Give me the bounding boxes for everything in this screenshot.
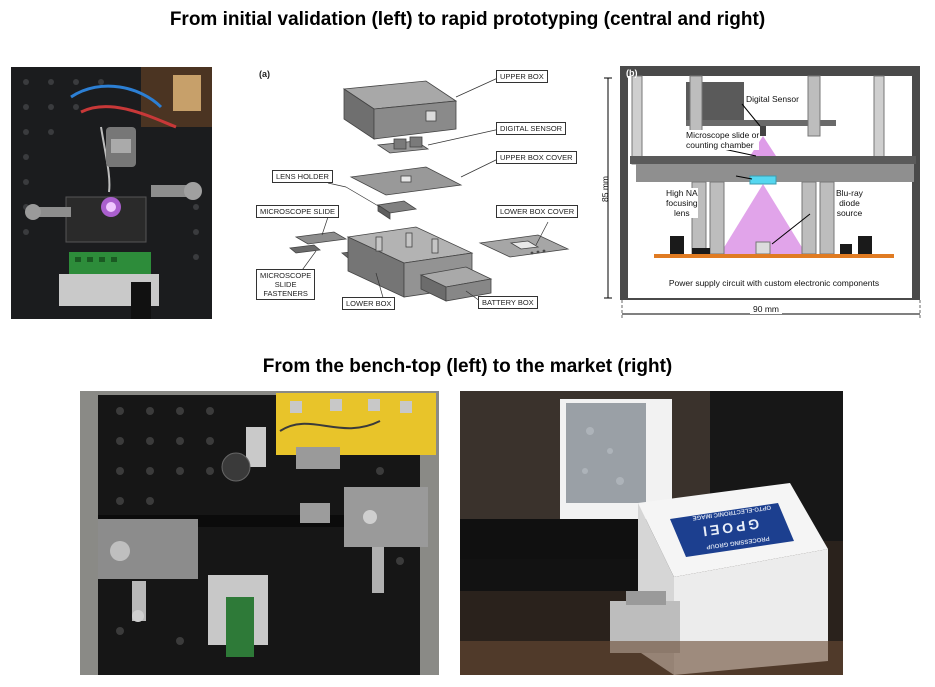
label-microscope-slide: MICROSCOPE SLIDE <box>256 205 340 218</box>
label-slide-fasteners-line3: FASTENERS <box>263 289 308 298</box>
label-lower-box-cover: LOWER BOX COVER <box>496 205 579 218</box>
label-slide-fasteners: MICROSCOPE SLIDE FASTENERS <box>256 269 316 300</box>
schematic-lens-line3: lens <box>674 208 690 218</box>
schematic-diode-line3: source <box>836 208 863 218</box>
schematic-power-label: Power supply circuit with custom electro… <box>668 278 880 288</box>
label-slide-fasteners-line1: MICROSCOPE <box>260 271 312 280</box>
schematic-lens-label: High NA focusing lens <box>666 188 698 218</box>
exploded-view-tag: (a) <box>259 69 270 79</box>
label-upper-box-cover: UPPER BOX COVER <box>496 151 577 164</box>
label-lens-holder: LENS HOLDER <box>272 170 333 183</box>
initial-validation-photo <box>11 67 212 319</box>
market-product-photo: GPOEI OPTO-ELECTRONIC IMAGE PROCESSING G… <box>460 391 843 675</box>
schematic-height-dimension: 85 mm <box>600 176 610 202</box>
label-lower-box: LOWER BOX <box>342 297 396 310</box>
bench-top-photo <box>80 391 439 675</box>
schematic-slide-line2: counting chamber <box>686 140 754 150</box>
top-heading: From initial validation (left) to rapid … <box>169 9 766 30</box>
label-slide-fasteners-line2: SLIDE <box>274 280 297 289</box>
label-battery-box: BATTERY BOX <box>478 296 538 309</box>
label-upper-box: UPPER BOX <box>496 70 548 83</box>
schematic-diagram: (b) Digital Sensor Microscope slide or c… <box>600 64 928 322</box>
schematic-tag: (b) <box>626 68 638 78</box>
schematic-width-dimension: 90 mm <box>750 304 782 314</box>
bottom-heading: From the bench-top (left) to the market … <box>262 356 673 377</box>
schematic-digital-sensor-label: Digital Sensor <box>746 94 799 104</box>
schematic-slide-label: Microscope slide or counting chamber <box>686 130 760 150</box>
schematic-diode-line2: diode <box>839 198 860 208</box>
schematic-diode-line1: Blu-ray <box>836 188 863 198</box>
schematic-lens-line2: focusing <box>666 198 698 208</box>
schematic-lens-line1: High NA <box>666 188 698 198</box>
exploded-view-diagram: (a) <box>256 67 592 319</box>
schematic-slide-line1: Microscope slide or <box>686 130 760 140</box>
label-digital-sensor: DIGITAL SENSOR <box>496 122 567 135</box>
schematic-diode-label: Blu-ray diode source <box>836 188 863 218</box>
